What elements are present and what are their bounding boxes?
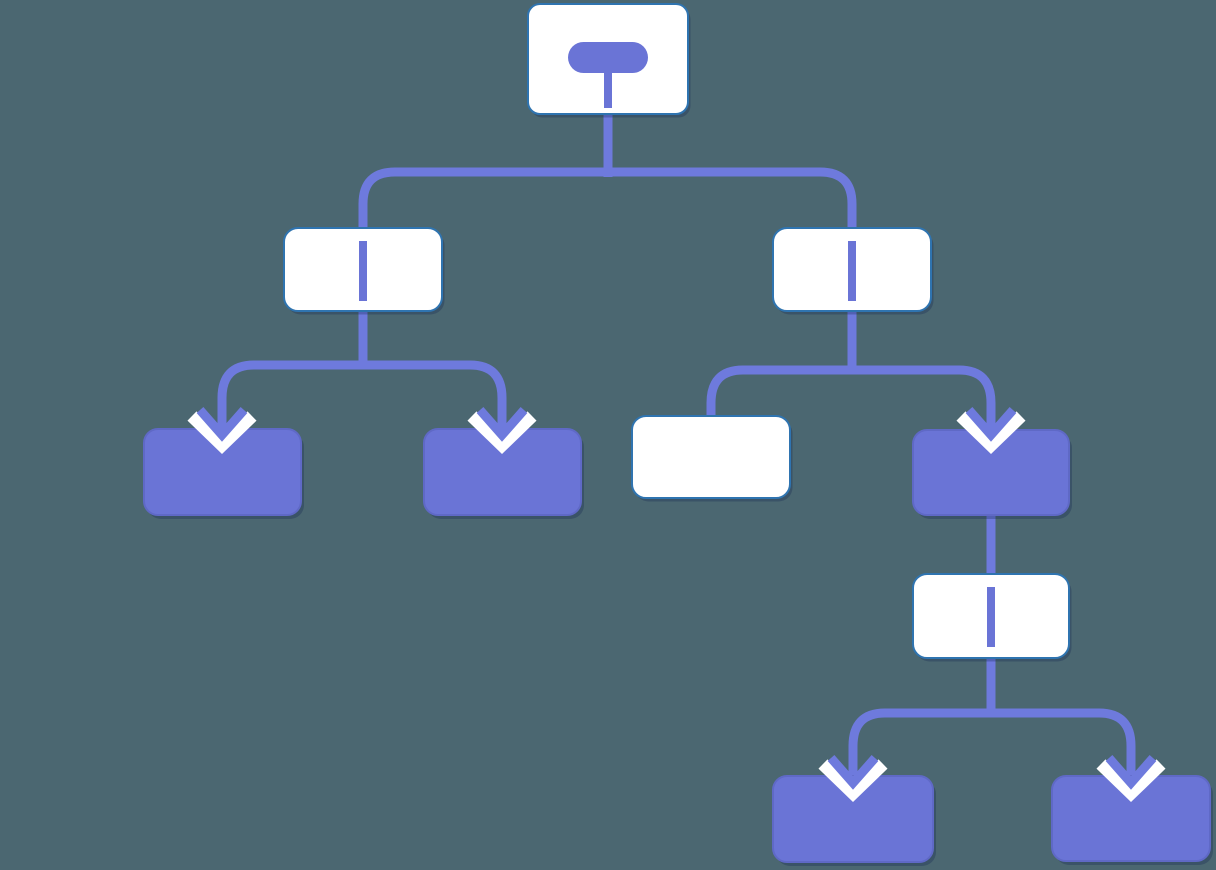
node-branch-bottom[interactable] — [912, 573, 1072, 662]
chevron-purple-layer — [196, 407, 248, 442]
edge-rail — [358, 167, 857, 240]
chevron-white-layer — [187, 411, 257, 455]
chevron-white-layer — [956, 411, 1026, 455]
node-target-b[interactable] — [423, 428, 584, 519]
node-target-e[interactable] — [1051, 775, 1213, 865]
chevron-down-arrow-icon — [818, 755, 888, 803]
node-body[interactable] — [631, 415, 791, 499]
node-plain[interactable] — [631, 415, 793, 502]
chevron-down-arrow-icon — [956, 407, 1026, 455]
chevron-down-arrow-icon — [187, 407, 257, 455]
node-branch-right[interactable] — [772, 227, 934, 315]
chevron-purple-layer — [827, 755, 879, 790]
edge-rail — [848, 708, 1136, 777]
edge-root-to-branches — [358, 107, 857, 240]
node-target-d[interactable] — [772, 775, 936, 866]
chevron-purple-layer — [965, 407, 1017, 442]
vertical-bar-icon — [359, 241, 367, 301]
node-target-a[interactable] — [143, 428, 304, 519]
chevron-white-layer — [818, 759, 888, 803]
vertical-bar-icon — [848, 241, 856, 301]
chevron-down-arrow-icon — [1096, 755, 1166, 803]
chevron-white-layer — [467, 411, 537, 455]
chevron-white-layer — [1096, 759, 1166, 803]
node-target-c[interactable] — [912, 429, 1072, 519]
rounded-pill-with-stem-icon — [568, 42, 648, 108]
chevron-purple-layer — [1105, 755, 1157, 790]
vertical-bar-icon — [987, 587, 995, 647]
node-body[interactable] — [1051, 775, 1211, 862]
edge-rail — [706, 365, 996, 434]
pill-stem — [604, 70, 612, 108]
node-root[interactable] — [527, 3, 691, 118]
node-branch-left[interactable] — [283, 227, 445, 315]
node-body[interactable] — [772, 775, 934, 863]
edge-branch-bottom-to-targets — [848, 650, 1136, 777]
chevron-down-arrow-icon — [467, 407, 537, 455]
pill-shape — [568, 42, 648, 73]
edge-rail — [217, 360, 507, 429]
chevron-purple-layer — [476, 407, 528, 442]
